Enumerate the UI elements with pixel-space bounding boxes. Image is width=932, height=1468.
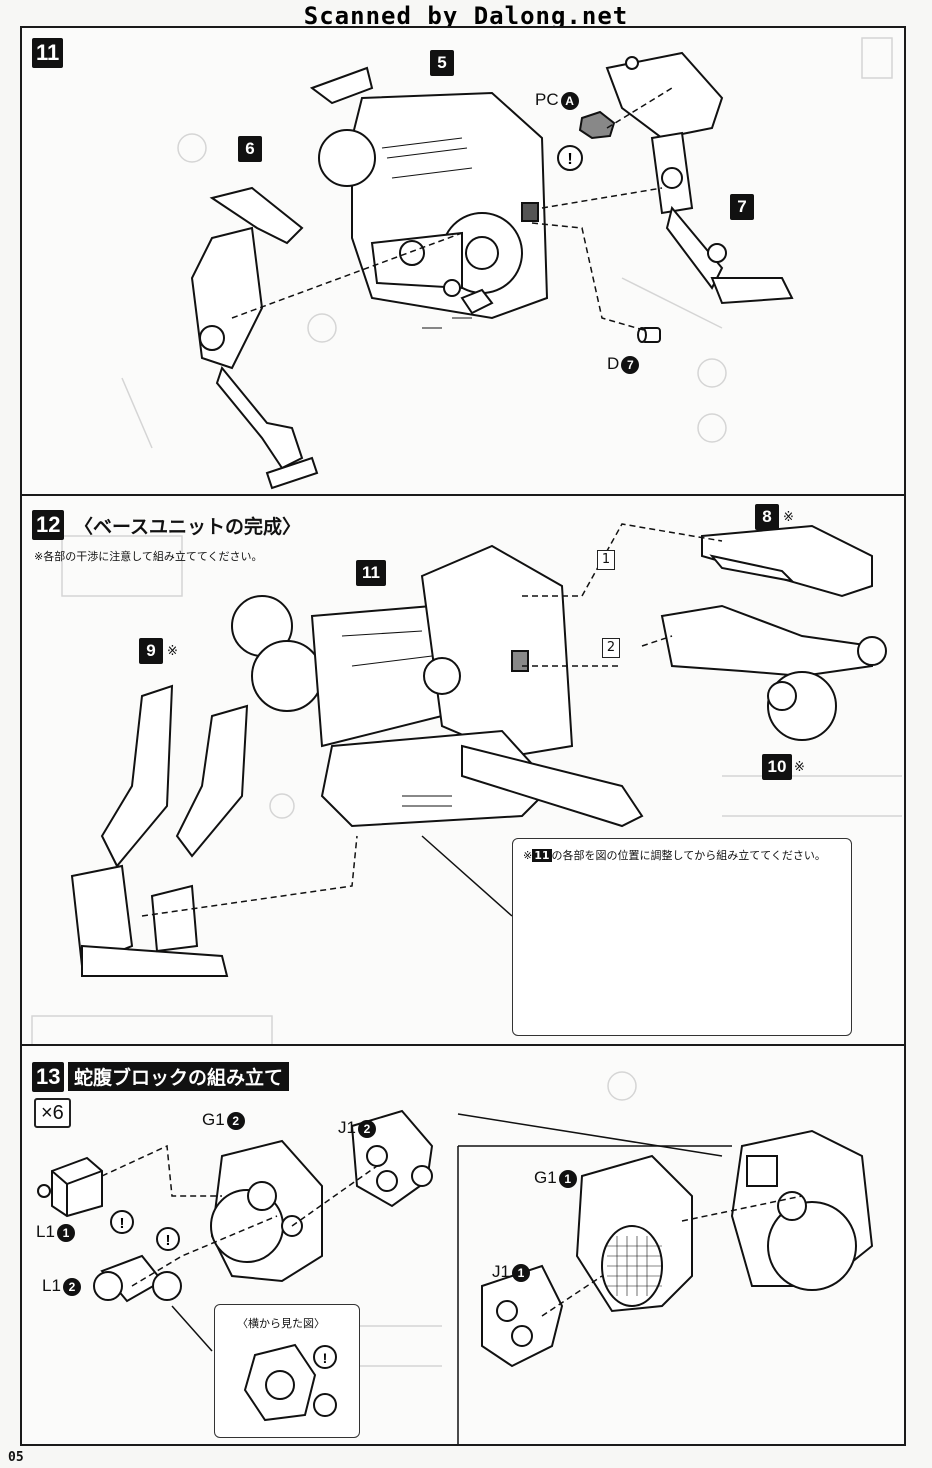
step-13-illustration: ! ! — [37, 1071, 874, 1444]
part-tag-8: 8 — [755, 504, 779, 530]
side-view-inset: 〈横から見た図〉 ! — [214, 1304, 360, 1438]
step-title: 〈ベースユニットの完成〉 — [74, 516, 302, 538]
g1-2-label: G1 — [202, 1110, 225, 1129]
g1-2-mark: 2 — [226, 1111, 245, 1130]
j1-2-label: J1 — [338, 1118, 356, 1137]
g1-1-label: G1 — [534, 1168, 557, 1187]
asterisk-8: ※ — [783, 510, 794, 525]
svg-text:!: ! — [120, 1215, 125, 1232]
part-tag-9: 9 — [139, 638, 163, 664]
d-mark: 7 — [621, 355, 640, 374]
g1-1-mark: 1 — [558, 1169, 577, 1188]
page-number: 05 — [8, 1450, 24, 1465]
pc-label: PC — [535, 90, 559, 109]
step-title: 蛇腹ブロックの組み立て — [68, 1062, 290, 1091]
step-11-illustration: ! — [121, 37, 893, 490]
side-view-note: 〈横から見た図〉 — [237, 1317, 325, 1330]
asterisk-9: ※ — [167, 644, 178, 659]
d-label: D — [607, 354, 620, 373]
l1-2-label: L1 — [42, 1276, 61, 1295]
step-number: 12 — [32, 510, 65, 540]
pc-mark: A — [560, 91, 579, 110]
part-tag-7: 7 — [730, 194, 754, 220]
step-note: ※各部の干渉に注意して組み立ててください。 — [34, 550, 263, 563]
part-tag-10: 10 — [762, 754, 792, 780]
svg-text:!: ! — [166, 1232, 171, 1249]
step-number: 11 — [32, 38, 64, 68]
l1-1-mark: 1 — [56, 1223, 75, 1242]
j1-2-mark: 2 — [357, 1119, 376, 1138]
asterisk-10: ※ — [794, 760, 805, 775]
step-12-panel: 12 〈ベースユニットの完成〉 ※各部の干渉に注意して組み立ててください。 11… — [20, 494, 906, 1046]
sequence-2: 2 — [602, 638, 620, 658]
svg-text:!: ! — [323, 1350, 328, 1366]
side-view-drawing: ! — [243, 1343, 337, 1422]
inset-note-text: の各部を図の位置に調整してから組み立ててください。 — [551, 849, 826, 862]
step-number: 13 — [32, 1062, 65, 1092]
svg-text:!: ! — [567, 151, 572, 168]
part-tag-11: 11 — [356, 560, 386, 586]
l1-1-label: L1 — [36, 1222, 55, 1241]
part-tag-5: 5 — [430, 50, 454, 76]
l1-2-mark: 2 — [62, 1277, 81, 1296]
j1-1-mark: 1 — [511, 1263, 530, 1282]
sequence-1: 1 — [597, 550, 615, 570]
multiplier: ×6 — [34, 1098, 71, 1128]
inset-note-step-mark: 11 — [532, 849, 552, 862]
watermark: Scanned by Dalong.net — [303, 2, 629, 30]
part-tag-6: 6 — [238, 136, 262, 162]
j1-1-label: J1 — [492, 1262, 510, 1281]
